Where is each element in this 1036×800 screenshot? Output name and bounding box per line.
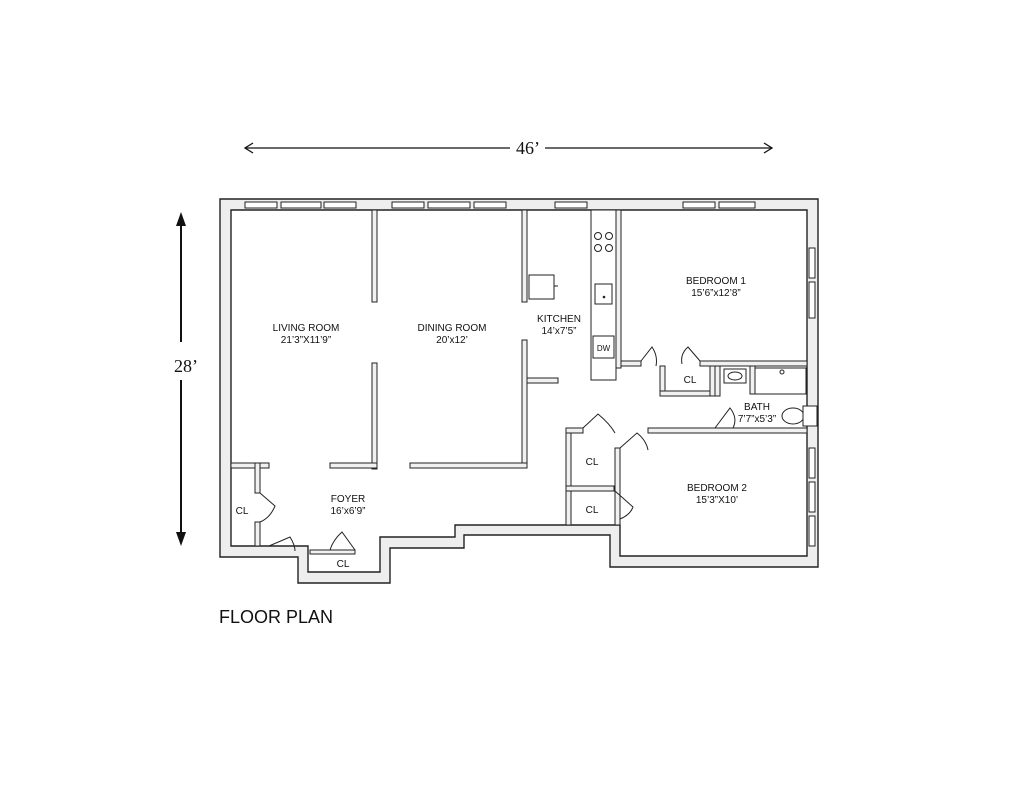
height-dimension: 28’ <box>174 212 198 546</box>
bath-name: BATH <box>744 402 770 413</box>
closet-label: CL <box>337 559 350 570</box>
plan-title: FLOOR PLAN <box>219 607 333 627</box>
bedroom-1-size: 15’6”x12’8” <box>691 288 740 299</box>
bedroom-2-size: 15’3”X10’ <box>696 495 738 506</box>
kitchen-name: KITCHEN <box>537 314 581 325</box>
bedroom-2-name: BEDROOM 2 <box>687 483 747 494</box>
bath-size: 7’7”x5’3” <box>738 414 776 425</box>
stove-icon <box>594 232 613 252</box>
bedroom-1-name: BEDROOM 1 <box>686 276 746 287</box>
arrow-right-icon <box>763 142 774 154</box>
living-room-name: LIVING ROOM <box>273 323 340 334</box>
windows-right <box>808 247 816 547</box>
width-dimension: 46’ <box>243 138 774 158</box>
windows-top <box>244 201 756 209</box>
closet-label: CL <box>684 375 697 386</box>
room-labels: LIVING ROOM 21’3”X11’9” DINING ROOM 20’x… <box>273 276 777 517</box>
kitchen-sink-icon <box>594 283 613 305</box>
kitchen-size: 14’x7’5” <box>541 326 576 337</box>
foyer-name: FOYER <box>331 494 365 505</box>
dishwasher-label: DW <box>597 344 611 353</box>
refrigerator-icon <box>528 274 555 300</box>
fixtures: DW <box>528 232 818 427</box>
closet-labels: CL CL CL CL CL <box>236 375 697 570</box>
height-label: 28’ <box>174 356 198 376</box>
living-room-size: 21’3”X11’9” <box>281 335 331 346</box>
width-label: 46’ <box>516 138 540 158</box>
arrow-left-icon <box>243 142 254 154</box>
arrow-down-icon <box>176 532 186 546</box>
arrow-up-icon <box>176 212 186 226</box>
foyer-size: 16’x6’9” <box>330 506 365 517</box>
dishwasher-icon <box>592 335 615 359</box>
toilet-icon <box>781 405 818 427</box>
doors <box>259 346 736 552</box>
exterior-walls <box>219 198 819 584</box>
closet-label: CL <box>236 506 249 517</box>
closet-label: CL <box>586 505 599 516</box>
closet-label: CL <box>586 457 599 468</box>
dining-room-name: DINING ROOM <box>418 323 487 334</box>
dining-room-size: 20’x12’ <box>436 335 468 346</box>
